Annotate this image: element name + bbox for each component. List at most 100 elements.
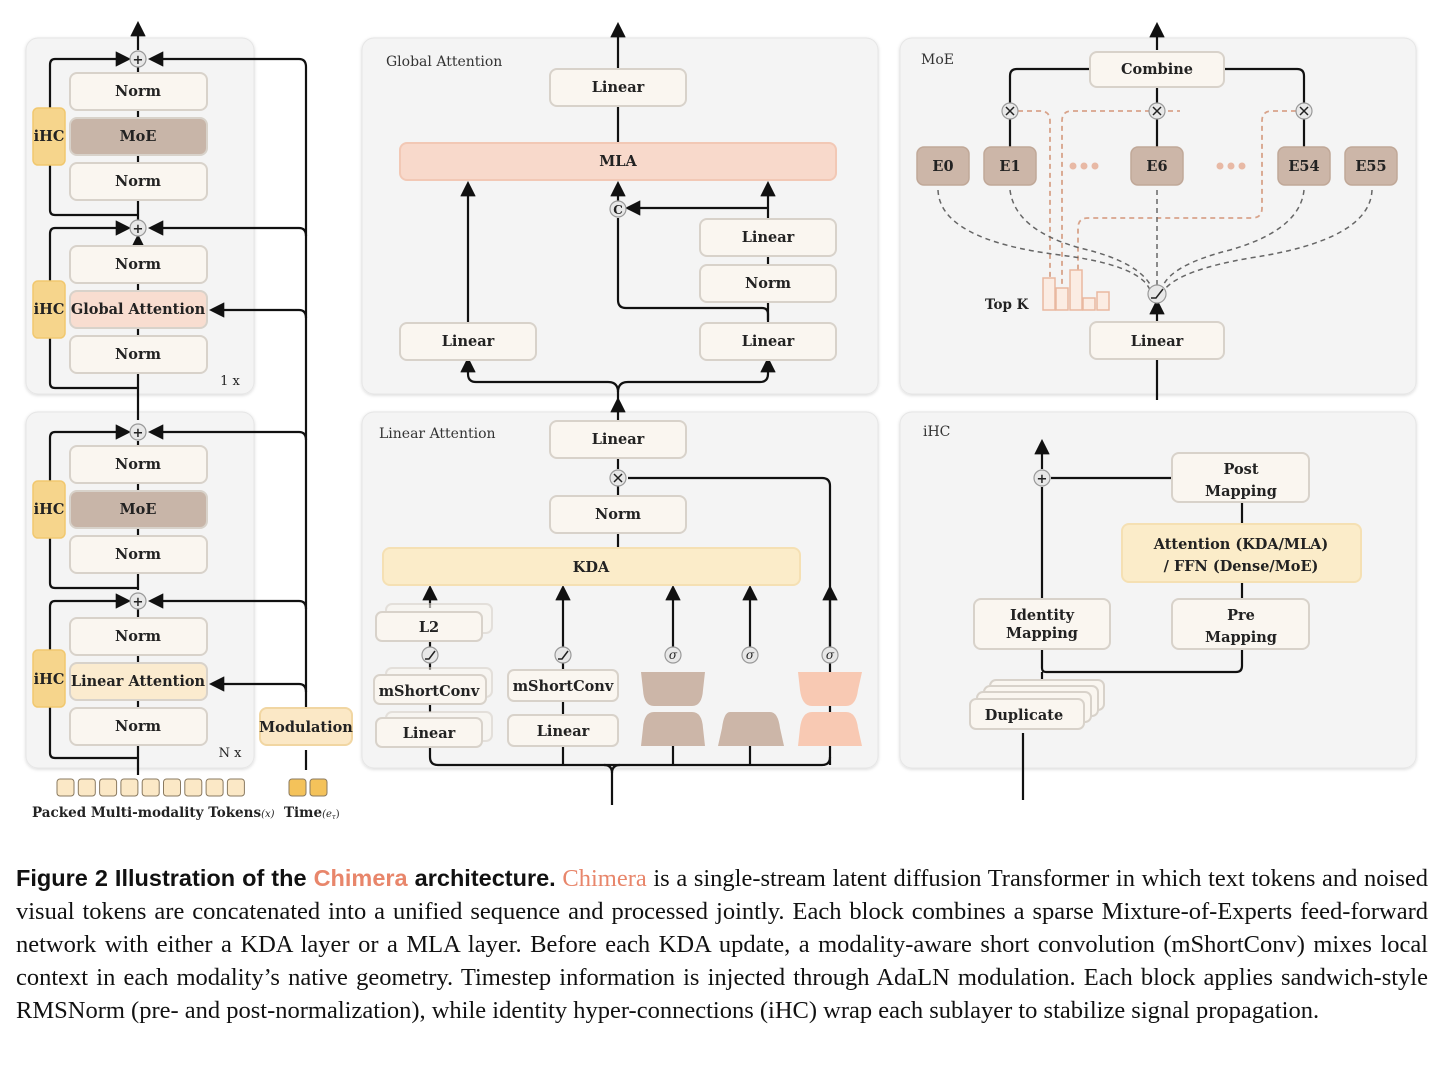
norm-label: Norm — [115, 718, 162, 735]
tokens-label: Packed Multi-modality Tokens — [32, 805, 261, 821]
identity-mapping-label: Mapping — [1006, 625, 1078, 642]
norm-label: Norm — [115, 456, 162, 473]
mshortconv-label: mShortConv — [379, 683, 480, 700]
tokens-symbol: (x) — [261, 809, 275, 820]
sigmoid-icon — [821, 646, 839, 664]
token-square — [99, 778, 118, 797]
figure-caption: Figure 2 Illustration of the Chimera arc… — [16, 862, 1428, 1027]
norm-label: Norm — [115, 628, 162, 645]
linear-label: Linear — [742, 229, 795, 246]
time-tokens — [288, 778, 328, 797]
router-activation-icon — [1147, 284, 1167, 304]
time-token-square — [288, 778, 307, 797]
duplicate-label: Duplicate — [985, 707, 1063, 724]
caption-model-name: Chimera — [313, 865, 408, 891]
l2-label: L2 — [419, 619, 439, 636]
svg-text:+: + — [133, 426, 144, 441]
ellipsis-dots — [1069, 162, 1246, 170]
mshortconv-label: mShortConv — [513, 678, 614, 695]
repeat-count-lower: N x — [219, 746, 243, 761]
ihc-title: iHC — [923, 424, 950, 440]
ihc-label: iHC — [34, 671, 65, 688]
svg-text:+: + — [133, 53, 144, 68]
svg-text:+: + — [133, 222, 144, 237]
token-square — [120, 778, 139, 797]
norm-label: Norm — [745, 275, 792, 292]
combine-label: Combine — [1121, 61, 1193, 78]
topk-bar — [1055, 287, 1069, 311]
post-mapping-label: Mapping — [1205, 483, 1277, 500]
global-attention-title: Global Attention — [386, 54, 502, 70]
router-linear-label: Linear — [1131, 333, 1184, 350]
packed-tokens — [56, 778, 245, 797]
residual-add-icon — [129, 423, 147, 441]
activation-icon — [554, 646, 572, 664]
global-attention-label: Global Attention — [71, 301, 206, 318]
time-label: Time — [284, 805, 322, 821]
sigmoid-icon — [741, 646, 759, 664]
global-attention-detail: Global Attention Linear MLA — [386, 21, 837, 420]
topk-bar — [1082, 297, 1096, 311]
expert-label: E0 — [932, 158, 953, 175]
post-mapping-label: Post — [1223, 461, 1258, 478]
token-square — [163, 778, 181, 797]
topk-bar — [1042, 277, 1056, 311]
token-square — [184, 778, 203, 797]
norm-label: Norm — [115, 173, 162, 190]
left-stack: ++++ Norm MoE Norm Norm — [32, 20, 353, 821]
time-symbol-close: ) — [336, 809, 340, 820]
linear-attention-title: Linear Attention — [379, 426, 496, 442]
norm-label: Norm — [115, 546, 162, 563]
expert-label: E55 — [1355, 158, 1386, 175]
token-square — [141, 778, 160, 797]
modulation-label: Modulation — [259, 719, 353, 736]
token-square — [226, 778, 245, 797]
norm-label: Norm — [595, 506, 642, 523]
concat-icon — [609, 200, 627, 218]
gate-projections — [641, 672, 862, 746]
norm-label: Norm — [115, 256, 162, 273]
svg-text:Packed Multi-modality Tokens(x: Packed Multi-modality Tokens(x) — [32, 805, 275, 821]
ihc-label: iHC — [34, 301, 65, 318]
caption-model-name: Chimera — [562, 865, 647, 892]
residual-add-icon — [129, 219, 147, 237]
moe-label: MoE — [120, 501, 157, 518]
caption-lead-end: architecture. — [407, 865, 556, 891]
topk-label: Top K — [985, 297, 1030, 313]
expert-label: E54 — [1288, 158, 1319, 175]
ihc-detail: iHC + Post Mapping Attention (KDA/ML — [923, 424, 1362, 800]
residual-add-icon — [129, 50, 147, 68]
ihc-label: iHC — [34, 128, 65, 145]
linear-label: Linear — [403, 725, 456, 742]
sigma-label: σ — [826, 648, 835, 662]
linear-label: Linear — [442, 333, 495, 350]
time-token-square — [309, 778, 328, 797]
linear-label: Linear — [592, 79, 645, 96]
ihc-label: iHC — [34, 501, 65, 518]
topk-bar — [1096, 291, 1110, 311]
sublayer-label: Attention (KDA/MLA) — [1153, 536, 1329, 553]
pre-mapping-label: Pre — [1227, 607, 1255, 624]
moe-detail: MoE — [916, 21, 1398, 400]
moe-label: MoE — [120, 128, 157, 145]
pre-mapping-label: Mapping — [1205, 629, 1277, 646]
sublayer-label: / FFN (Dense/MoE) — [1164, 558, 1319, 575]
identity-mapping-label: Identity — [1010, 607, 1075, 624]
sigma-label: σ — [669, 648, 678, 662]
sigma-label: σ — [746, 648, 755, 662]
topk-bar — [1069, 269, 1083, 311]
caption-lead: Figure 2 Illustration of the — [16, 865, 314, 891]
sigmoid-icon — [664, 646, 682, 664]
norm-label: Norm — [115, 83, 162, 100]
linear-label: Linear — [592, 431, 645, 448]
token-square — [56, 778, 75, 797]
moe-title: MoE — [921, 52, 954, 68]
time-symbol: (e — [322, 809, 332, 820]
linear-attention-label: Linear Attention — [71, 673, 206, 690]
time-symbol-sub: τ — [332, 813, 336, 821]
linear-label: Linear — [742, 333, 795, 350]
architecture-diagram: ++++ Norm MoE Norm Norm — [25, 20, 1417, 821]
residual-add-icon — [1033, 469, 1051, 487]
norm-label: Norm — [115, 346, 162, 363]
concat-label: C — [613, 203, 623, 217]
